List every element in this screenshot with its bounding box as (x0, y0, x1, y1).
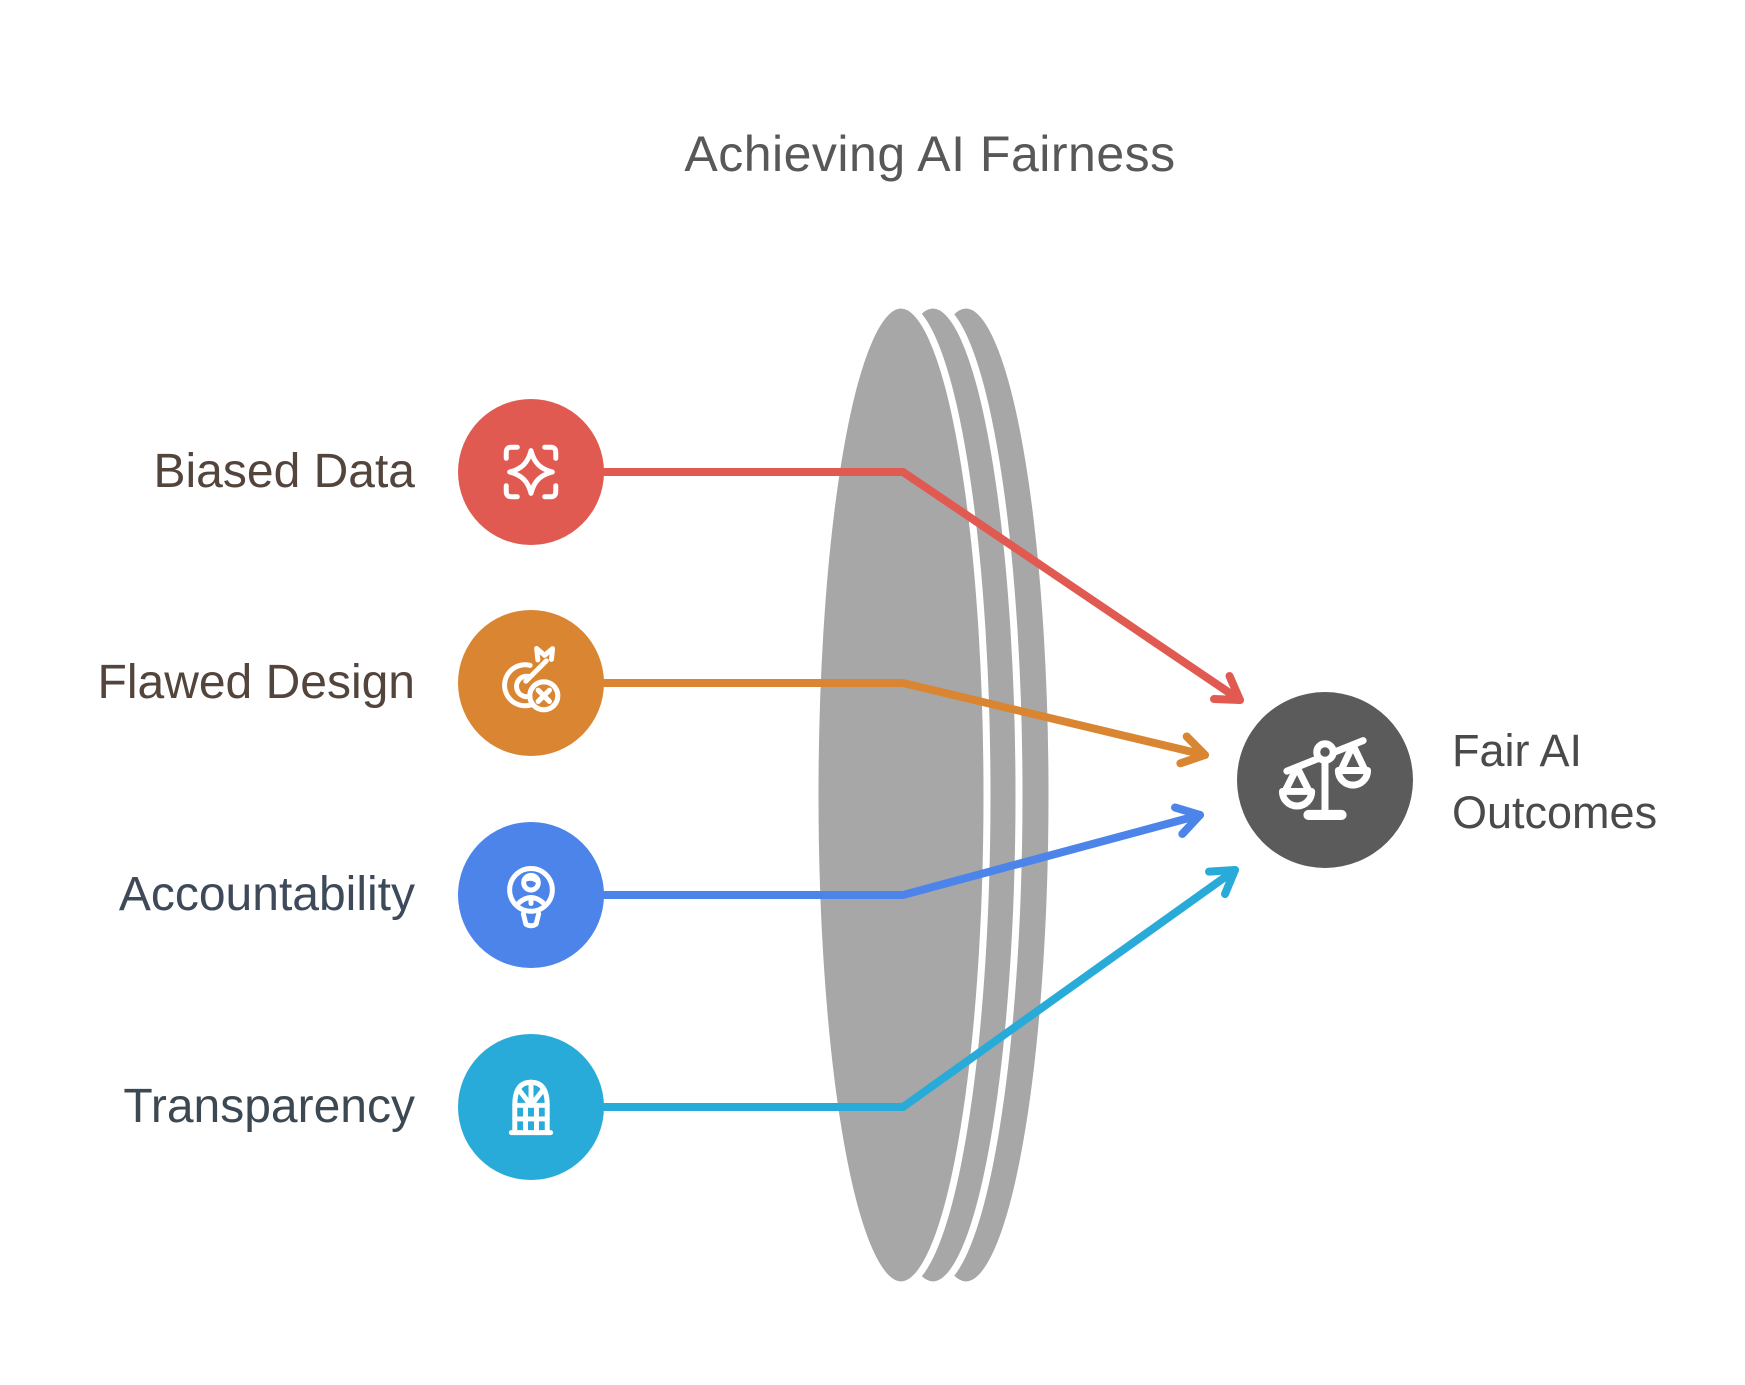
badge-flawed-design (458, 610, 604, 756)
label-biased-data: Biased Data (153, 445, 416, 498)
arrow-accountability (600, 803, 1204, 899)
outcome-label: Fair AI Outcomes (1452, 725, 1658, 838)
badge-transparency (458, 1034, 604, 1180)
arrow-flawed-design (600, 679, 1209, 768)
target-miss-icon (502, 646, 561, 713)
badge-accountability (458, 822, 604, 968)
arrow-transparency (600, 866, 1239, 1111)
diagram-title: Achieving AI Fairness (684, 126, 1176, 182)
label-transparency: Transparency (123, 1080, 415, 1133)
sparkle-scan-icon (503, 444, 559, 500)
badge-biased-data (458, 399, 604, 545)
convergence-lens (811, 301, 1056, 1289)
balance-scale-icon (1278, 737, 1372, 821)
person-search-icon (507, 866, 555, 929)
label-accountability: Accountability (118, 868, 415, 921)
window-icon (508, 1079, 554, 1136)
arrow-biased-data (600, 468, 1244, 704)
label-flawed-design: Flawed Design (97, 656, 415, 709)
outcome-node (1237, 692, 1413, 868)
